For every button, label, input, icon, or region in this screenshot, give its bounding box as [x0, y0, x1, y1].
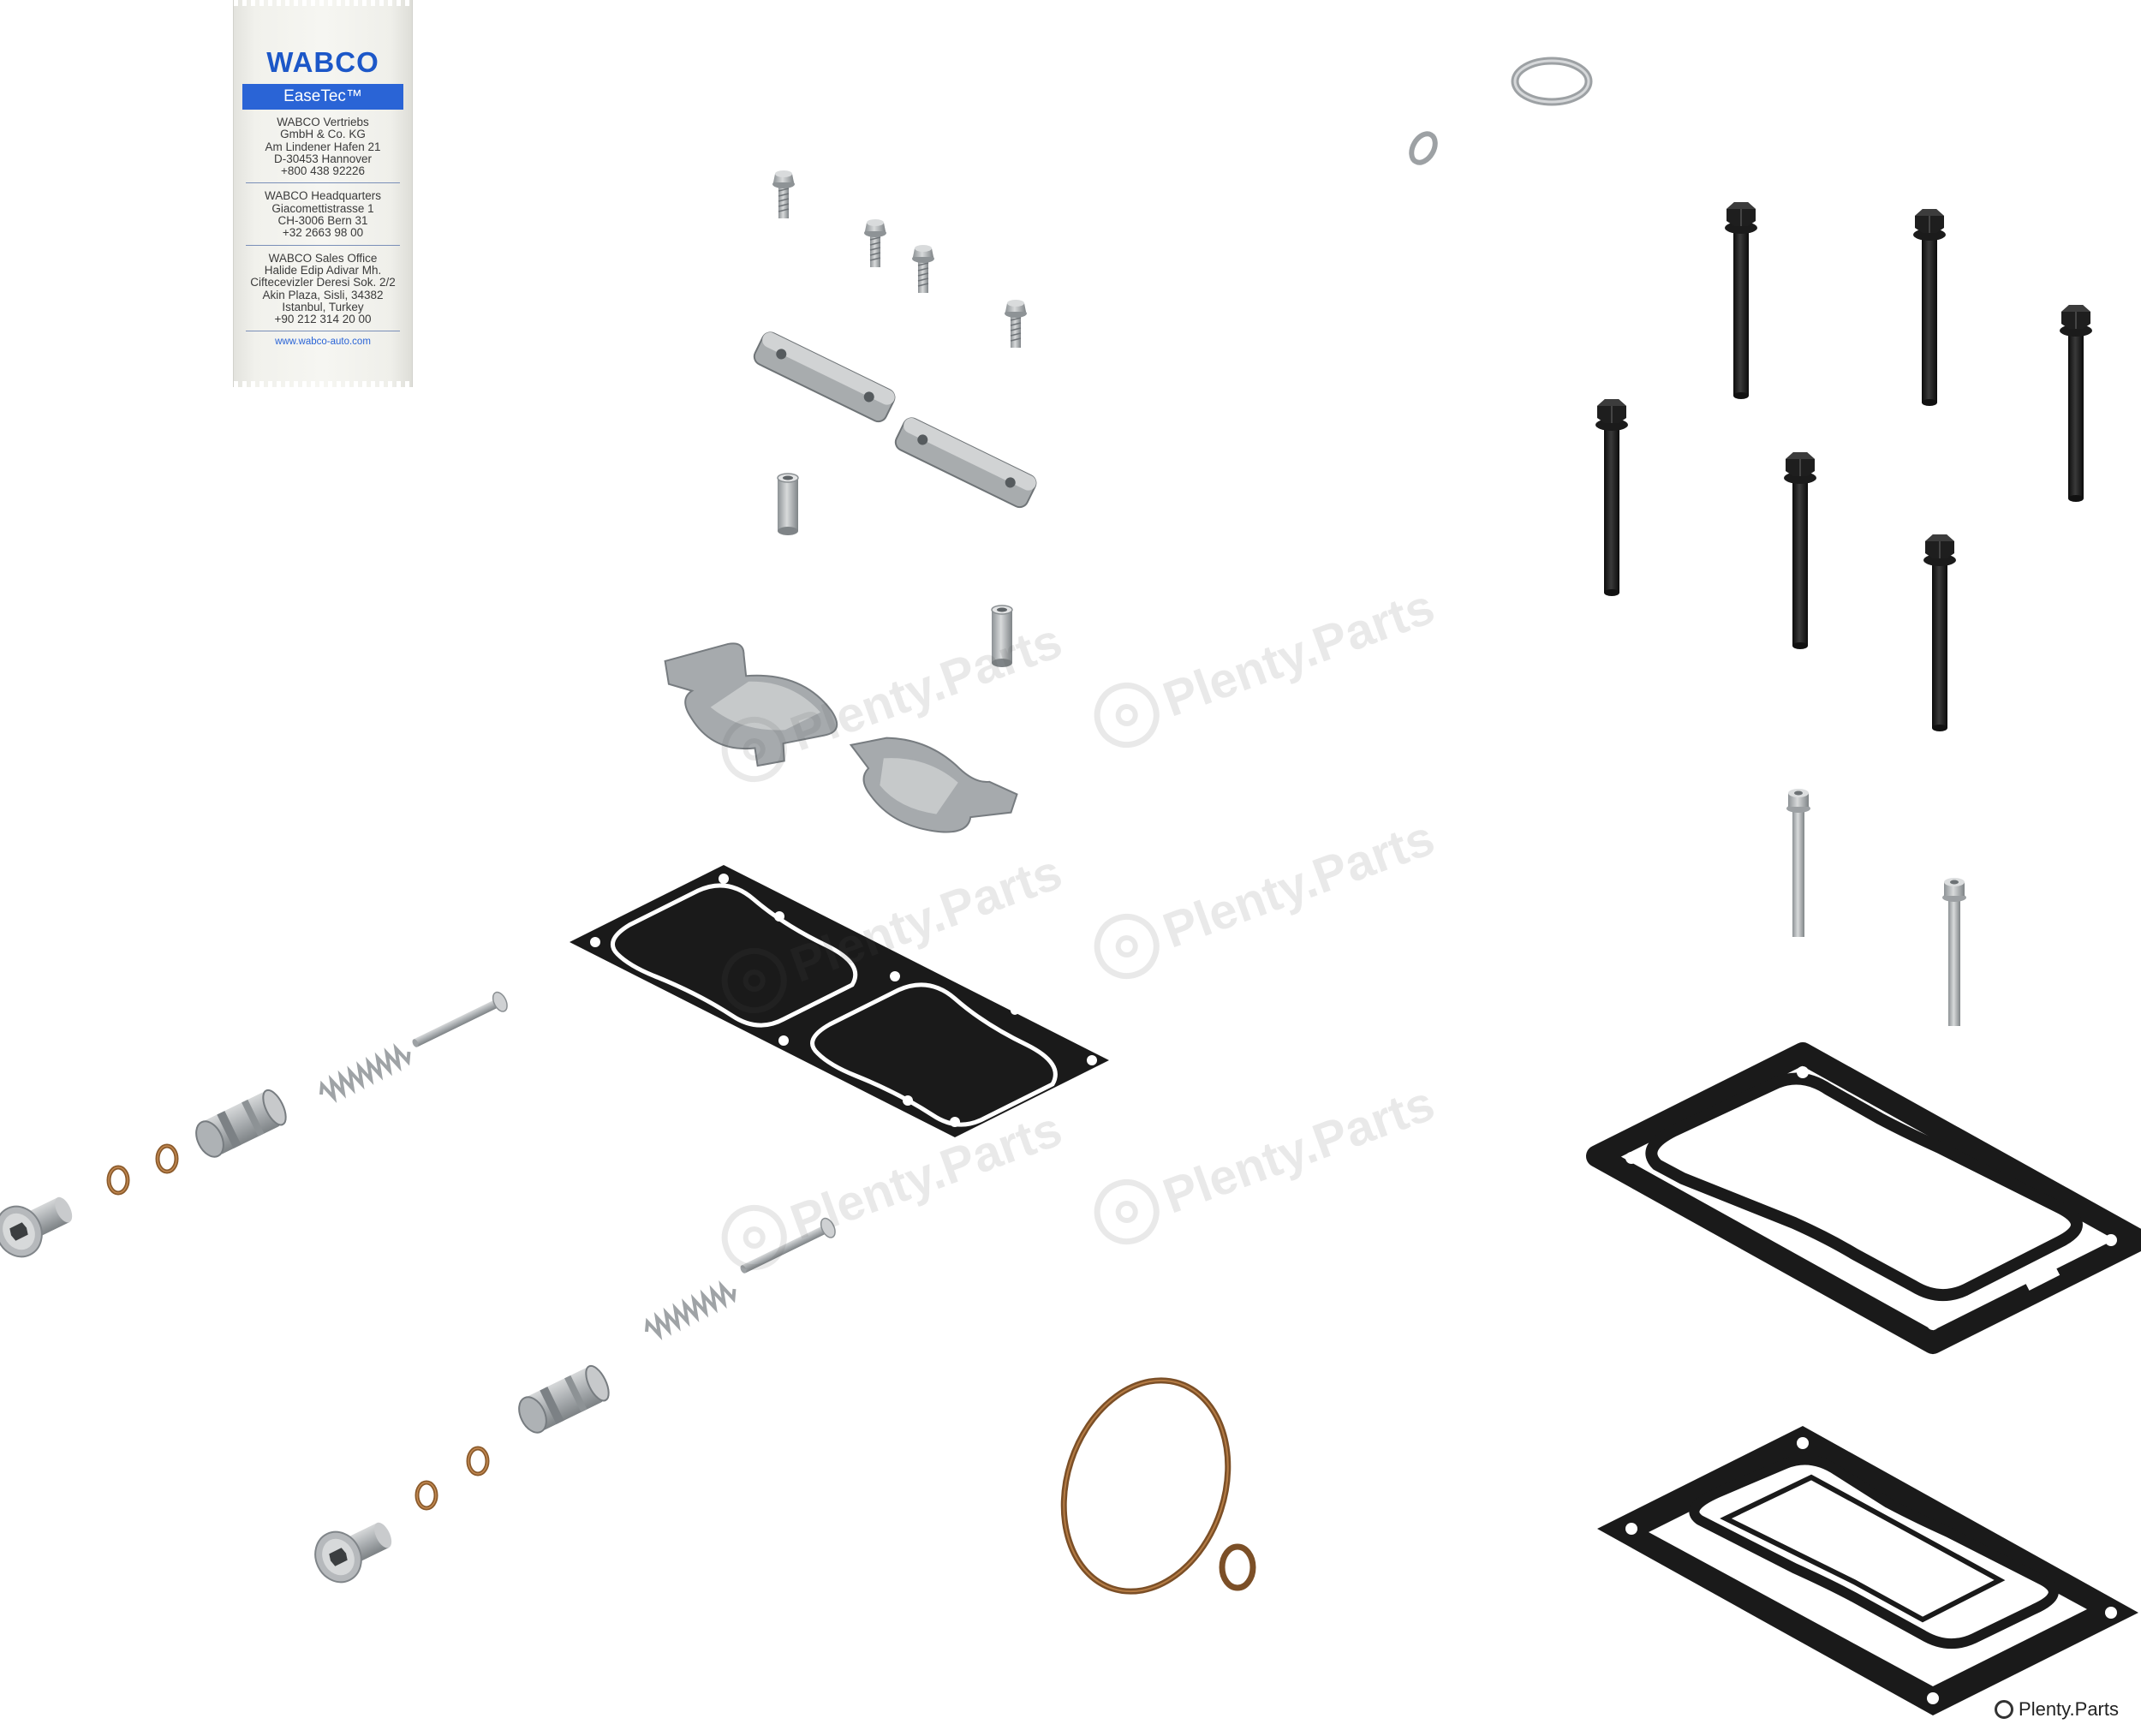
sachet-website: www.wabco-auto.com	[275, 337, 371, 348]
sachet-divider	[246, 244, 400, 246]
cylinder-head-bolt	[1923, 534, 1957, 732]
small-screw	[772, 170, 796, 219]
plenty-parts-brand: Plenty.Parts	[1995, 1698, 2119, 1721]
copper-ring	[109, 1167, 128, 1193]
small-screw	[1004, 299, 1028, 349]
head-cover-gasket-lower	[1597, 1426, 2138, 1715]
small-screw	[911, 244, 935, 294]
small-screw	[863, 218, 887, 268]
cylinder-head-bolt	[1595, 398, 1629, 597]
torx-bolt	[1786, 789, 1810, 937]
torx-bolt	[1942, 878, 1966, 1026]
sachet-serration-bottom	[234, 381, 412, 388]
valve-plate-gasket	[570, 865, 1109, 1137]
sachet-divider	[246, 182, 400, 184]
cylinder-head-bolt	[1783, 451, 1817, 650]
o-ring-large-highlight	[1063, 1379, 1229, 1593]
valve-piston	[189, 1086, 292, 1162]
screw-plug	[0, 1183, 82, 1266]
sleeve	[991, 605, 1013, 668]
valve-pin	[736, 1215, 839, 1280]
head-cover-gasket-upper	[1586, 1042, 2141, 1354]
sleeve	[777, 473, 799, 536]
reed-plate-lower	[849, 737, 1018, 833]
sealing-ring-large-highlight	[1513, 59, 1590, 104]
wabco-logo: WABCO	[266, 46, 379, 78]
valve-spring	[318, 1044, 413, 1102]
valve-pin	[408, 989, 511, 1054]
brand-text: Plenty.Parts	[2019, 1698, 2119, 1720]
cylinder-head-bolt	[1724, 201, 1758, 400]
sachet-serration-top	[234, 0, 412, 6]
copper-ring	[417, 1482, 436, 1508]
product-band: EaseTec™	[242, 84, 403, 110]
screw-plug	[306, 1508, 402, 1591]
valve-spring	[643, 1281, 738, 1339]
o-ring-small	[1219, 1543, 1256, 1591]
plenty-parts-logo-icon	[1995, 1700, 2014, 1719]
clamp-plate	[894, 417, 1037, 509]
sealing-ring-small	[1409, 131, 1438, 165]
reed-plate-upper	[664, 642, 838, 767]
copper-ring	[468, 1448, 487, 1474]
clamp-plate	[753, 331, 896, 423]
valve-piston	[512, 1362, 615, 1438]
cylinder-head-bolt	[2059, 304, 2093, 503]
cylinder-head-bolt	[1912, 208, 1947, 407]
copper-ring	[158, 1146, 176, 1172]
